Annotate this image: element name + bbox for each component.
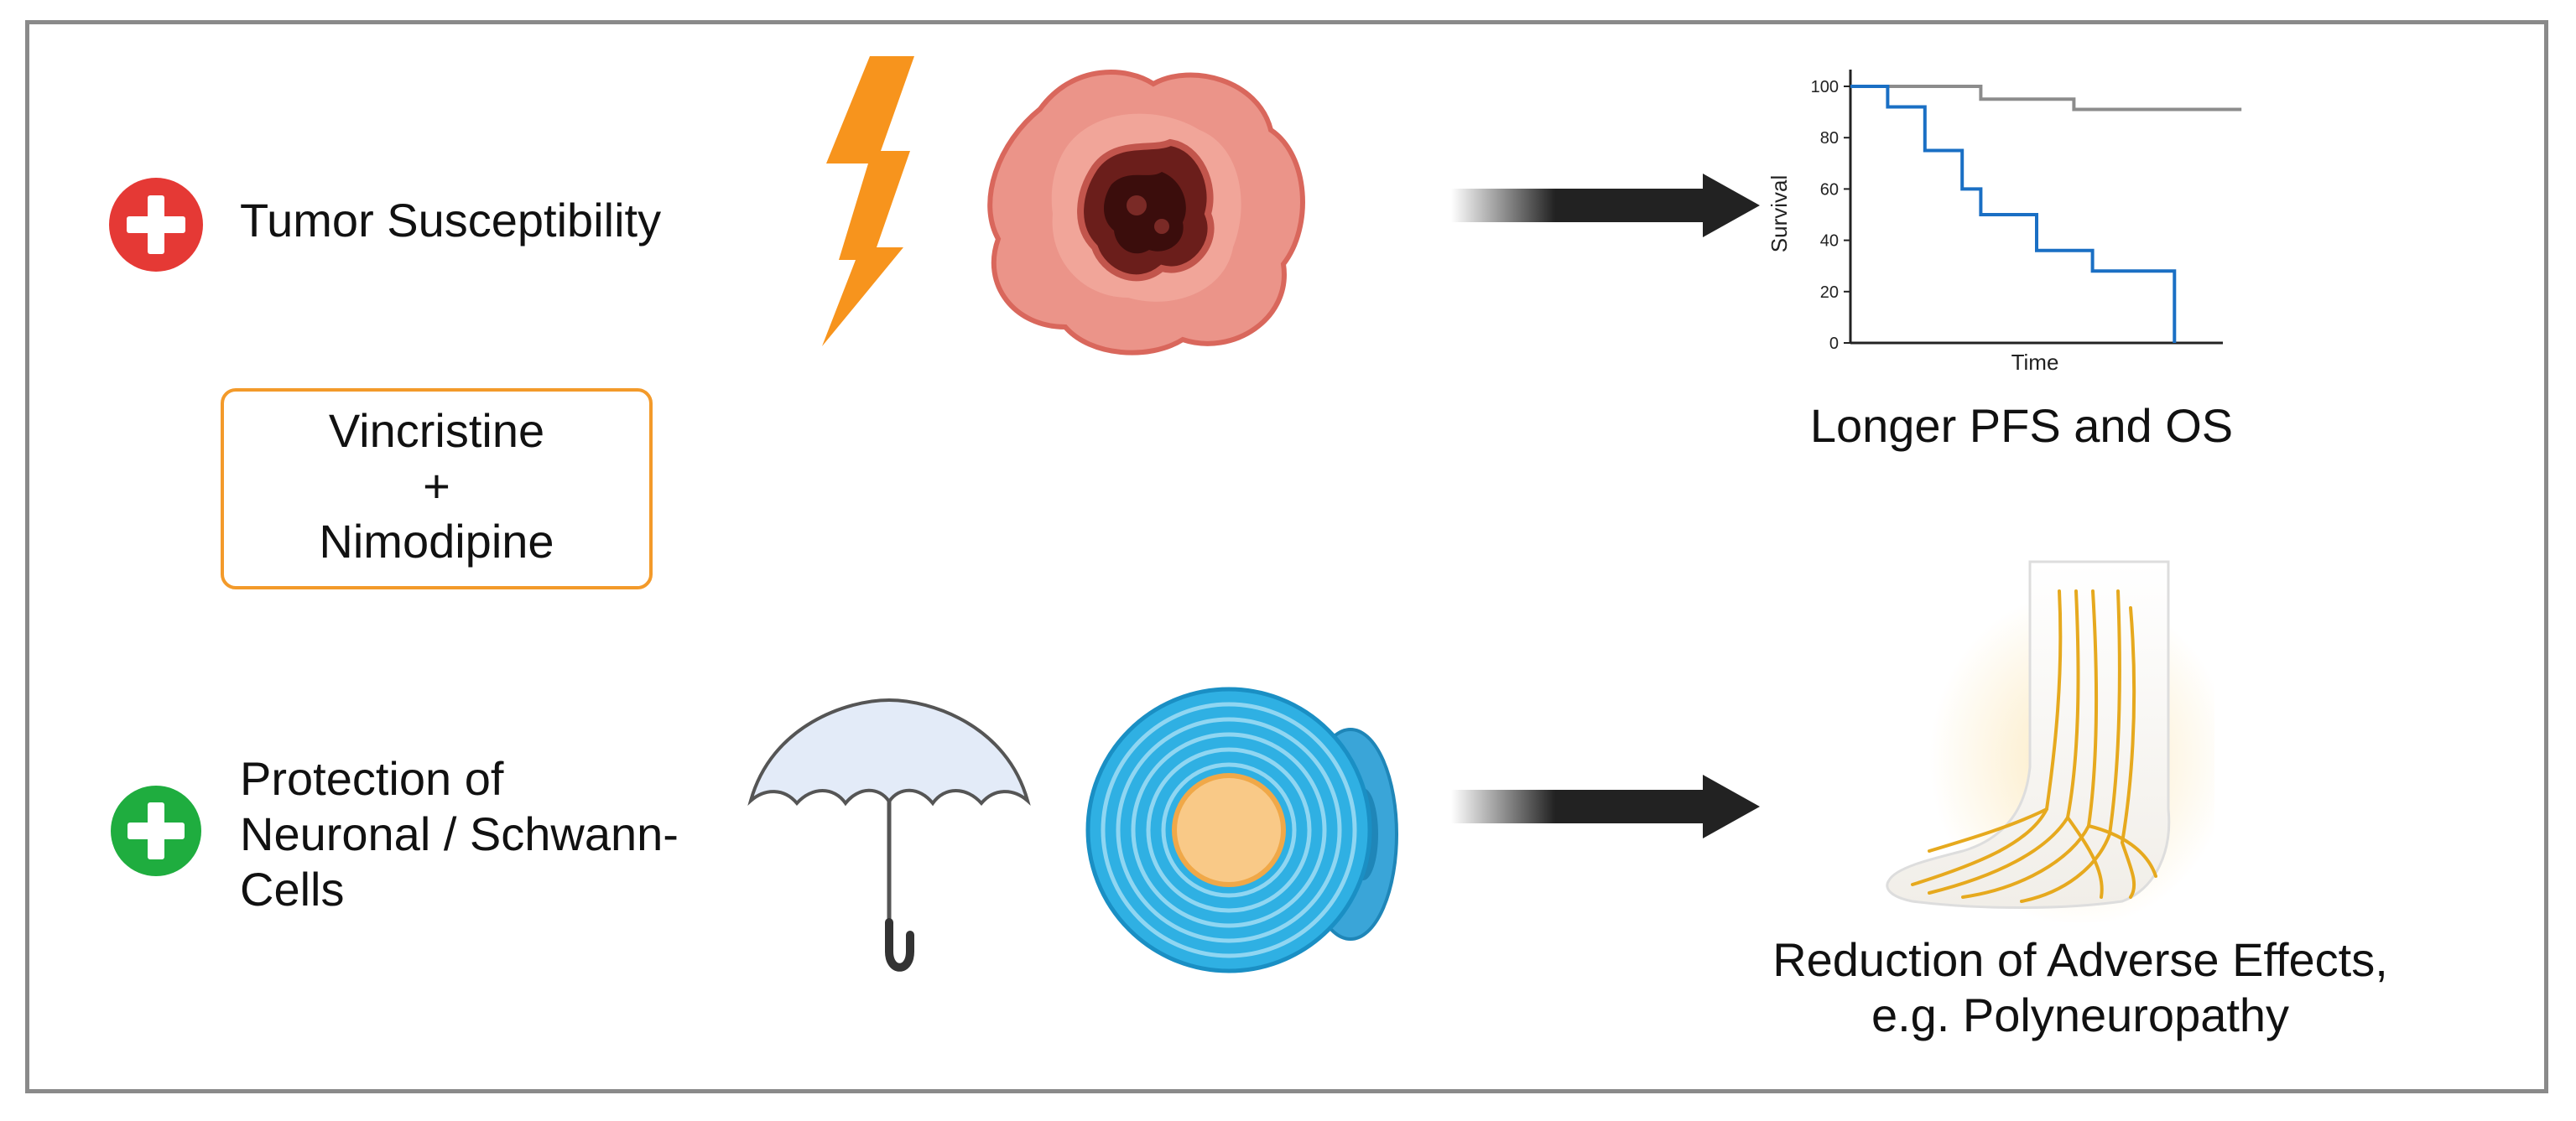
- umbrella-icon: [747, 698, 1031, 972]
- protection-label: Protection of Neuronal / Schwann- Cells: [240, 751, 679, 917]
- protection-label-line: Neuronal / Schwann-: [240, 807, 679, 860]
- protection-label-line: Protection of: [240, 752, 504, 805]
- outcome-line: e.g. Polyneuropathy: [1871, 989, 2290, 1041]
- chart-y-tick-label: 80: [1820, 129, 1839, 148]
- plus-icon: [109, 178, 203, 272]
- lightning-bolt-icon: [822, 56, 914, 346]
- outcome-longer-pfs-os: Longer PFS and OS: [1809, 399, 2234, 452]
- drug-line-plus: +: [423, 459, 450, 512]
- chart-y-tick-label: 20: [1820, 283, 1839, 302]
- chart-y-tick-label: 100: [1811, 78, 1839, 96]
- arrow-right-icon: [1451, 174, 1760, 237]
- tumor-cell-icon: [987, 70, 1305, 356]
- chart-series-line-0: [1850, 85, 2242, 112]
- chart-y-tick-label: 0: [1829, 335, 1839, 353]
- survival-chart: 0 20 40 60 80 100 Survival Time: [1767, 70, 2242, 375]
- chart-series-line-1: [1850, 85, 2177, 343]
- chart-y-tick-label: 40: [1820, 232, 1839, 251]
- protection-label-line: Cells: [240, 863, 345, 916]
- chart-x-axis-label: Time: [2011, 350, 2059, 375]
- arrow-right-icon: [1451, 775, 1760, 838]
- outcome-line: Reduction of Adverse Effects,: [1772, 933, 2388, 986]
- chart-y-axis-label: Survival: [1767, 175, 1792, 252]
- plus-icon: [111, 786, 201, 876]
- drug-line-nimodipine: Nimodipine: [319, 515, 554, 568]
- drug-line-vincristine: Vincristine: [328, 404, 545, 457]
- drug-combination-box: Vincristine + Nimodipine: [221, 388, 653, 589]
- schwann-cell-icon: [1085, 687, 1398, 973]
- outcome-reduction-adverse-effects: Reduction of Adverse Effects, e.g. Polyn…: [1711, 932, 2449, 1043]
- tumor-susceptibility-label: Tumor Susceptibility: [240, 194, 662, 247]
- chart-y-tick-label: 60: [1820, 180, 1839, 199]
- foot-nerves-icon: [1886, 560, 2214, 922]
- figure-frame: [25, 20, 2548, 1093]
